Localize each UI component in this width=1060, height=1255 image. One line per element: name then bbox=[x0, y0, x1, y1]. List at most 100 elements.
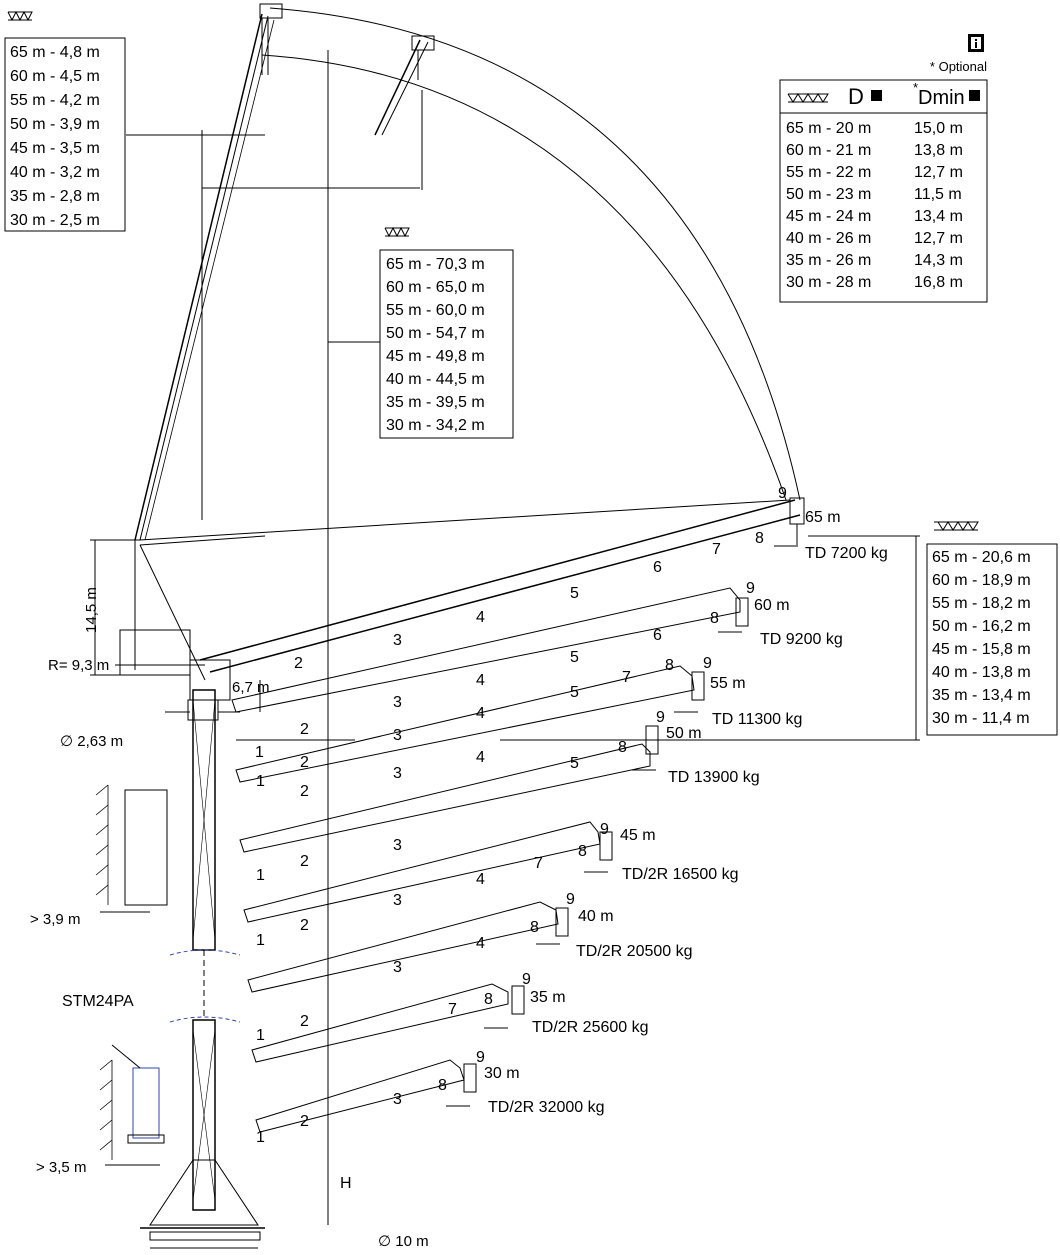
jib-length: 30 m bbox=[484, 1065, 520, 1082]
section-number: 6 bbox=[653, 559, 662, 576]
section-number: 7 bbox=[712, 541, 721, 558]
wall-hatch-bottom bbox=[99, 1044, 165, 1160]
d-row-dmin: 15,0 m bbox=[914, 120, 963, 137]
dim-base: ∅ 10 m bbox=[378, 1233, 429, 1250]
tip-row: 45 m - 3,5 m bbox=[10, 140, 100, 157]
height-row: 50 m - 54,7 m bbox=[386, 325, 485, 342]
section-number: 3 bbox=[393, 892, 402, 909]
info-icon bbox=[968, 34, 984, 52]
jib-45 bbox=[243, 821, 613, 923]
section-number: 8 bbox=[665, 657, 674, 674]
section-number: 5 bbox=[570, 684, 579, 701]
jib-lattice-icon bbox=[934, 521, 979, 531]
tip-row: 65 m - 4,8 m bbox=[10, 44, 100, 61]
tip-row: 55 m - 4,2 m bbox=[10, 92, 100, 109]
section-number: 2 bbox=[300, 853, 309, 870]
section-number: 3 bbox=[393, 959, 402, 976]
optional-note: * Optional bbox=[930, 59, 987, 74]
dimension-lines bbox=[90, 535, 920, 1249]
d-row-jib: 60 m - 21 m bbox=[786, 142, 871, 159]
dim-h: H bbox=[340, 1175, 352, 1192]
jib-30 bbox=[255, 1059, 477, 1133]
d-row-jib: 35 m - 26 m bbox=[786, 252, 871, 269]
jib-load: TD/2R 32000 kg bbox=[488, 1099, 605, 1116]
jib-lattice-icon bbox=[787, 93, 829, 103]
section-number: 9 bbox=[778, 485, 787, 502]
section-number: 8 bbox=[755, 530, 764, 547]
section-number: 8 bbox=[618, 739, 627, 756]
section-number: 9 bbox=[703, 655, 712, 672]
section-number: 2 bbox=[294, 655, 303, 672]
section-number: 9 bbox=[476, 1049, 485, 1066]
square-icon bbox=[871, 90, 882, 101]
d-row-dmin: 13,8 m bbox=[914, 142, 963, 159]
d-row-jib: 65 m - 20 m bbox=[786, 120, 871, 137]
section-number: 7 bbox=[448, 1001, 457, 1018]
section-number: 9 bbox=[566, 891, 575, 908]
d-row-jib: 55 m - 22 m bbox=[786, 164, 871, 181]
mast-model: STM24PA bbox=[62, 993, 134, 1010]
header-dmin-star: * bbox=[913, 80, 918, 95]
jib-length: 35 m bbox=[530, 989, 566, 1006]
right-row: 35 m - 13,4 m bbox=[932, 687, 1031, 704]
section-number: 2 bbox=[300, 721, 309, 738]
luffing-arc-outer bbox=[269, 7, 801, 501]
section-number: 3 bbox=[393, 632, 402, 649]
tip-row: 35 m - 2,8 m bbox=[10, 188, 100, 205]
jib-35 bbox=[251, 983, 525, 1063]
tower-mast bbox=[140, 689, 265, 1241]
header-d: D bbox=[848, 84, 864, 109]
section-number: 3 bbox=[393, 765, 402, 782]
section-number: 3 bbox=[393, 837, 402, 854]
section-number: 9 bbox=[746, 580, 755, 597]
section-number: 1 bbox=[256, 932, 265, 949]
section-number: 5 bbox=[570, 649, 579, 666]
height-row: 60 m - 65,0 m bbox=[386, 279, 485, 296]
section-number: 1 bbox=[256, 773, 265, 790]
section-number: 1 bbox=[256, 867, 265, 884]
dim-clearance-39: > 3,9 m bbox=[30, 911, 80, 928]
section-number: 3 bbox=[393, 1091, 402, 1108]
d-row-dmin: 12,7 m bbox=[914, 230, 963, 247]
jib-lattice-icon bbox=[384, 226, 410, 238]
jib-load: TD/2R 25600 kg bbox=[532, 1019, 649, 1036]
section-number: 7 bbox=[534, 855, 543, 872]
square-icon bbox=[969, 90, 980, 101]
tip-row: 40 m - 3,2 m bbox=[10, 164, 100, 181]
right-row: 45 m - 15,8 m bbox=[932, 641, 1031, 658]
table-d-dmin: * Optional D * Dmin 65 m - 20 m 15,0 m 6… bbox=[779, 34, 988, 303]
jib-load: TD 9200 kg bbox=[760, 631, 843, 648]
section-number: 8 bbox=[484, 991, 493, 1008]
jib-load: TD 7200 kg bbox=[805, 545, 888, 562]
section-number: 3 bbox=[393, 694, 402, 711]
table-right: 65 m - 20,6 m 60 m - 18,9 m 55 m - 18,2 … bbox=[926, 521, 1058, 736]
section-number: 8 bbox=[578, 843, 587, 860]
section-number: 2 bbox=[300, 1113, 309, 1130]
d-row-dmin: 13,4 m bbox=[914, 208, 963, 225]
d-row-dmin: 11,5 m bbox=[914, 186, 962, 203]
height-row: 55 m - 60,0 m bbox=[386, 302, 485, 319]
jib-length: 55 m bbox=[710, 675, 746, 692]
tip-row: 60 m - 4,5 m bbox=[10, 68, 100, 85]
right-row: 60 m - 18,9 m bbox=[932, 572, 1031, 589]
jib-length: 45 m bbox=[620, 827, 656, 844]
section-number: 8 bbox=[710, 610, 719, 627]
section-number: 4 bbox=[476, 871, 485, 888]
jib-length: 65 m bbox=[805, 509, 841, 526]
jib-length: 40 m bbox=[578, 908, 614, 925]
dim-clearance-35: > 3,5 m bbox=[36, 1159, 86, 1176]
height-row: 30 m - 34,2 m bbox=[386, 417, 485, 434]
jib-40 bbox=[247, 901, 569, 993]
jib-load: TD 11300 kg bbox=[712, 711, 802, 728]
section-number: 9 bbox=[656, 709, 665, 726]
jib-load: TD/2R 20500 kg bbox=[576, 943, 693, 960]
d-row-jib: 30 m - 28 m bbox=[786, 274, 871, 291]
section-number: 4 bbox=[476, 749, 485, 766]
section-number: 4 bbox=[476, 935, 485, 952]
section-number: 1 bbox=[256, 1129, 265, 1146]
wall-hatch-top bbox=[95, 784, 168, 906]
section-number: 7 bbox=[622, 669, 631, 686]
right-row: 30 m - 11,4 m bbox=[932, 710, 1030, 727]
section-number: 4 bbox=[476, 609, 485, 626]
